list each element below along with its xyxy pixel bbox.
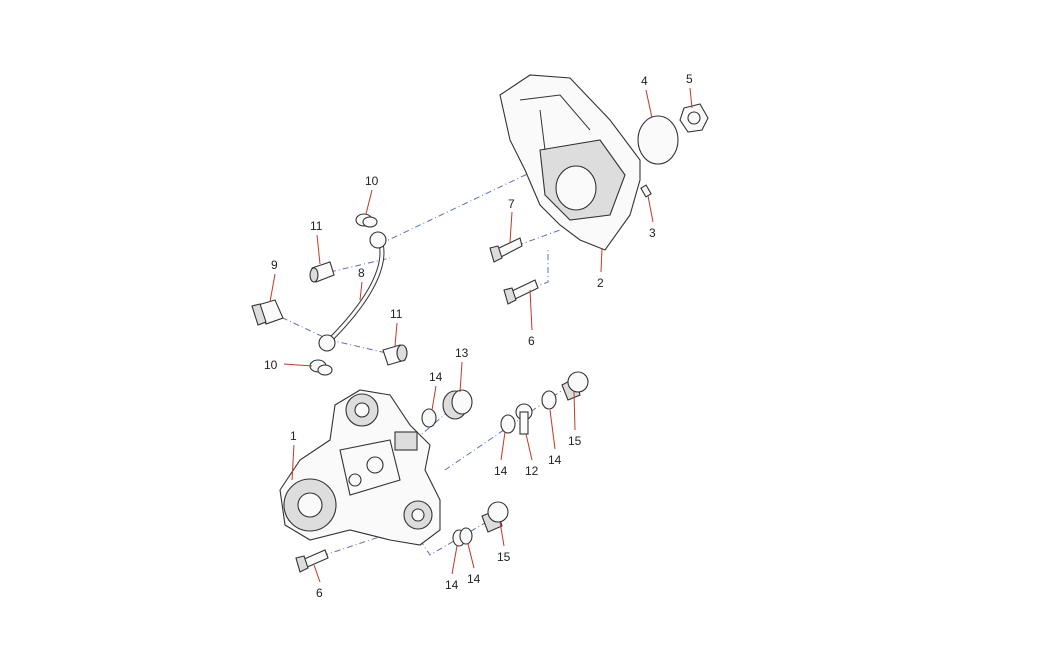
washer-part-14-e — [459, 527, 473, 545]
callout-14: 14 — [494, 464, 508, 478]
washer-part-10-upper — [355, 213, 378, 228]
callout-2: 2 — [597, 276, 604, 290]
callout-9: 9 — [271, 258, 278, 272]
callout-13: 13 — [455, 346, 469, 360]
callout-14: 14 — [467, 572, 481, 586]
plug-part-15-a — [561, 371, 589, 401]
bolt-part-6-lower — [295, 549, 329, 573]
washer-part-14-b — [500, 414, 516, 434]
callout-8: 8 — [358, 266, 365, 280]
callout-10: 10 — [264, 358, 278, 372]
nut-part-5 — [679, 103, 709, 133]
callout-7: 7 — [508, 197, 515, 211]
callout-12: 12 — [525, 464, 539, 478]
bolt-part-7 — [489, 237, 523, 263]
fitting-part-13 — [442, 389, 473, 420]
callout-5: 5 — [686, 72, 693, 86]
callout-14: 14 — [429, 370, 443, 384]
callout-4: 4 — [641, 74, 648, 88]
cover-plate-part-2 — [499, 74, 641, 251]
union-part-9 — [251, 299, 284, 326]
callout-14: 14 — [445, 578, 459, 592]
callout-11: 11 — [310, 219, 323, 233]
bolt-part-6-upper — [503, 279, 539, 305]
fuel-pipe-part-8 — [318, 231, 387, 352]
callout-10: 10 — [365, 174, 379, 188]
callout-15: 15 — [568, 434, 582, 448]
washer-part-14-a — [421, 408, 437, 428]
washer-part-10-lower — [309, 359, 333, 376]
callout-1: 1 — [290, 429, 297, 443]
callouts: 1 2 3 4 5 6 6 7 8 9 10 10 11 11 12 13 14… — [264, 72, 693, 600]
plug-part-15-b — [481, 501, 509, 533]
callout-3: 3 — [649, 226, 656, 240]
callout-11: 11 — [390, 307, 403, 321]
pin-part-3 — [640, 184, 652, 198]
banjo-part-12 — [515, 403, 533, 435]
washer-part-14-c — [541, 390, 557, 410]
callout-15: 15 — [497, 550, 511, 564]
bolt-part-11-lower — [382, 344, 408, 366]
callout-6: 6 — [528, 334, 535, 348]
callout-14: 14 — [548, 453, 562, 467]
callout-6: 6 — [316, 586, 323, 600]
leader-lines — [269, 87, 693, 583]
bolt-part-11-upper — [309, 261, 335, 283]
pump-part-1 — [279, 389, 441, 546]
o-ring-part-4 — [637, 115, 679, 165]
